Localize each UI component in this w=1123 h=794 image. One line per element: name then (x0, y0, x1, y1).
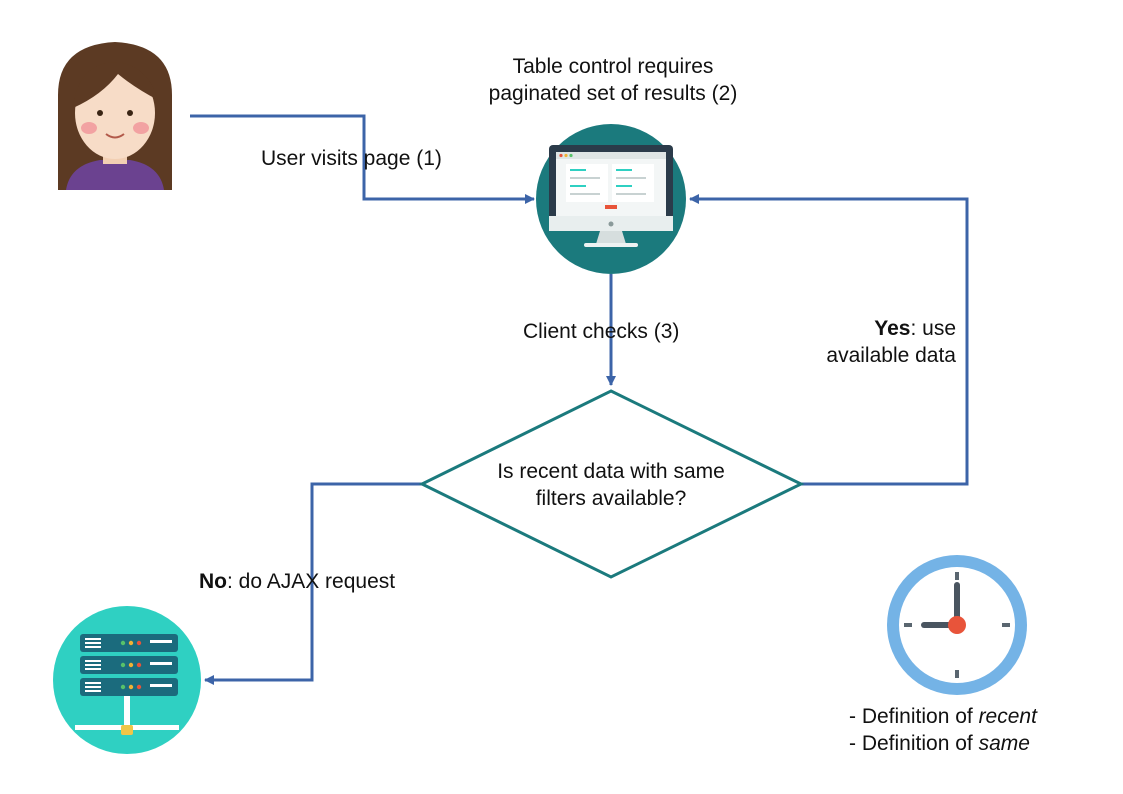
table-control-line2: paginated set of results (2) (488, 82, 738, 105)
arrow-no-to-server (204, 482, 422, 685)
no-branch-label: No: do AJAX request (199, 568, 395, 595)
yes-rest: : use (910, 317, 956, 340)
definition-same: - Definition of same (849, 730, 1037, 757)
user-visits-label: User visits page (1) (261, 147, 442, 170)
decision-label: Is recent data with same filters availab… (451, 458, 771, 512)
definition-term-recent: recent (978, 705, 1037, 728)
yes-branch-label: Yes: use available data (760, 315, 956, 369)
no-rest: : do AJAX request (227, 570, 396, 593)
yes-line2: available data (826, 344, 956, 367)
arrow-user-to-client (190, 114, 535, 204)
yes-line1: Yes: use (760, 315, 956, 342)
decision-line1: Is recent data with same (497, 460, 725, 483)
definition-prefix: - Definition of (849, 705, 979, 728)
server-rack-icon (53, 606, 201, 754)
definition-recent: - Definition of recent (849, 703, 1037, 730)
yes-keyword: Yes (874, 317, 911, 340)
decision-line2: filters available? (535, 487, 687, 510)
computer-monitor-icon (536, 124, 686, 274)
definitions-list: - Definition of recent - Definition of s… (849, 703, 1037, 757)
table-control-line1: Table control requires (512, 55, 714, 78)
definition-prefix: - Definition of (849, 732, 979, 755)
no-keyword: No (199, 570, 227, 593)
table-control-label: Table control requires paginated set of … (453, 53, 773, 107)
definition-term-same: same (978, 732, 1030, 755)
client-checks-label: Client checks (3) (523, 320, 680, 343)
user-avatar-icon (58, 42, 172, 190)
clock-icon (887, 555, 1027, 695)
arrow-yes-to-client (689, 194, 969, 486)
decision-diamond (418, 389, 805, 579)
